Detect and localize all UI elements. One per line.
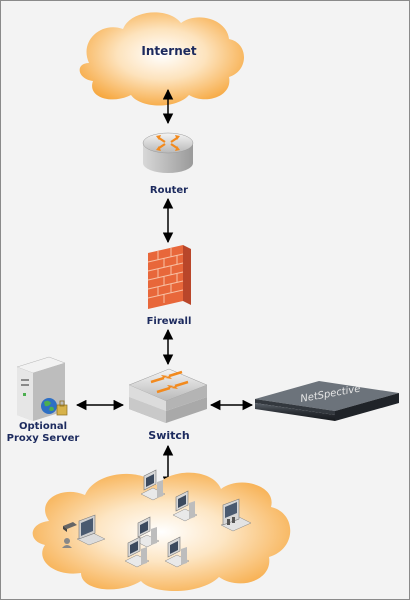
switch-label: Switch <box>148 429 190 442</box>
switch-icon <box>128 368 208 423</box>
router-icon <box>142 132 194 173</box>
proxy-label-line2: Proxy Server <box>6 433 80 444</box>
proxy-server-label: Optional Proxy Server <box>3 421 83 445</box>
workstation-icon <box>172 490 198 522</box>
firewall-label: Firewall <box>146 316 192 327</box>
workstation-icon <box>134 516 160 548</box>
workstation-icons <box>124 469 198 568</box>
proxy-label-line1: Optional <box>18 421 68 432</box>
netspective-appliance-icon: NetSpective <box>255 381 399 421</box>
firewall-icon <box>147 245 191 309</box>
connectors <box>75 88 254 488</box>
mobile-device-icon <box>62 522 77 548</box>
internet-label: Internet <box>141 44 197 58</box>
ip-phone-icon <box>220 498 252 532</box>
workstation-icon <box>164 536 190 568</box>
router-label: Router <box>149 185 189 196</box>
workstation-icon <box>124 536 150 568</box>
internet-cloud-icon <box>79 12 244 106</box>
workstation-icon <box>140 469 166 501</box>
laptop-icon <box>76 514 106 546</box>
proxy-server-icon <box>16 356 68 421</box>
lan-cloud-icon <box>32 472 291 592</box>
